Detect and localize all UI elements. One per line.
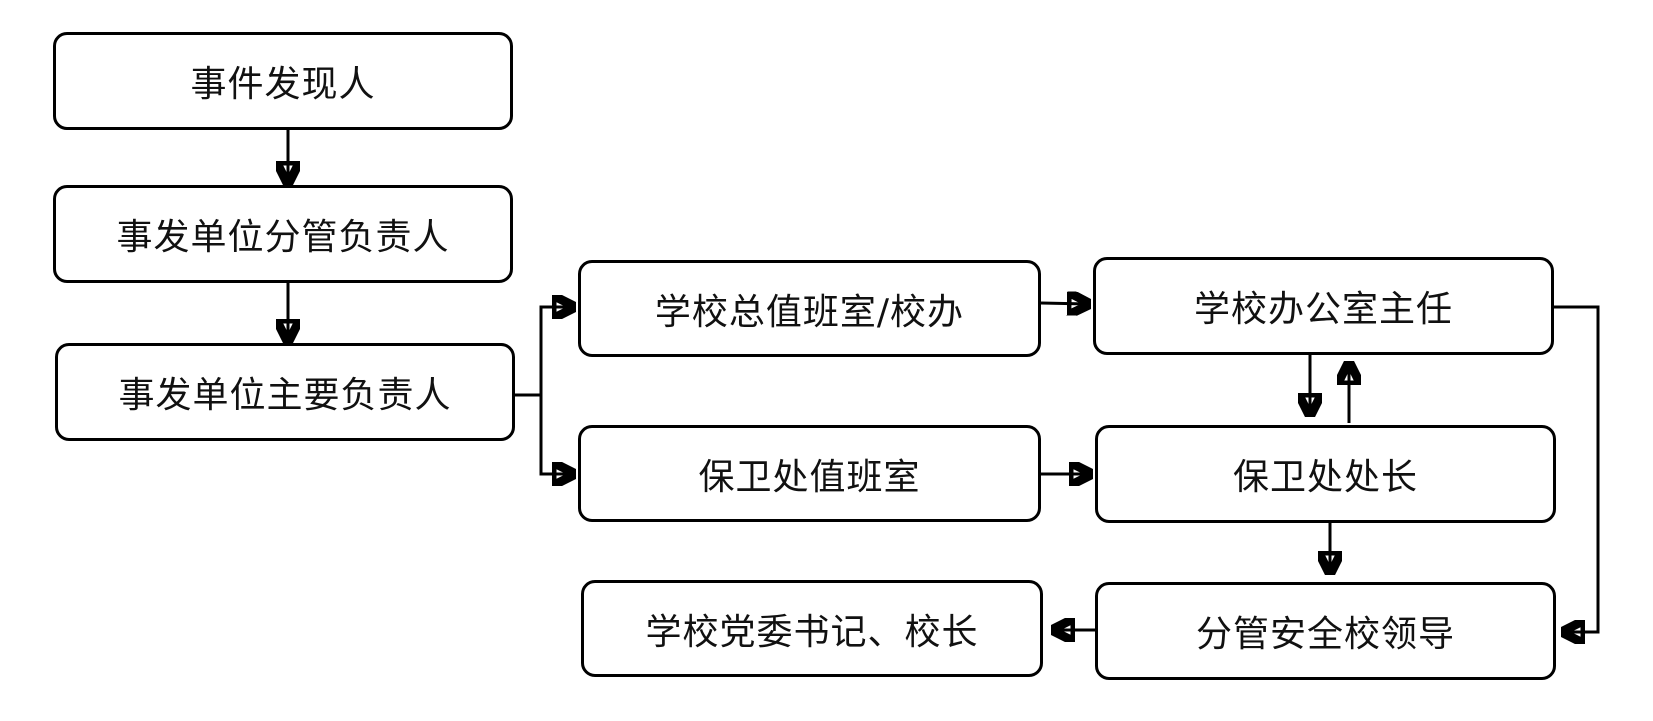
node-office-director-label: 学校办公室主任: [1193, 289, 1453, 330]
node-discoverer: 事件发现人: [53, 32, 513, 130]
node-unit-principal: 事发单位主要负责人: [55, 343, 515, 441]
edge-unit-principal-to-security-duty: [539, 395, 573, 474]
node-unit-supervisor-label: 事发单位分管负责人: [116, 217, 450, 258]
node-office-director: 学校办公室主任: [1093, 257, 1554, 355]
edge-office-director-to-safety-leader: [1554, 305, 1600, 632]
node-security-chief: 保卫处处长: [1095, 425, 1556, 523]
node-safety-leader-label: 分管安全校领导: [1195, 614, 1455, 655]
node-party-secretary-president-label: 学校党委书记、校长: [645, 611, 979, 653]
node-unit-principal-label: 事发单位主要负责人: [118, 375, 452, 416]
node-unit-supervisor: 事发单位分管负责人: [53, 185, 513, 283]
node-safety-leader: 分管安全校领导: [1095, 582, 1556, 680]
edge-unit-principal-to-duty-office: [515, 307, 573, 397]
node-duty-office: 学校总值班室/校办: [578, 260, 1041, 357]
node-party-secretary-president: 学校党委书记、校长: [581, 580, 1043, 677]
node-duty-office-label: 学校总值班室/校办: [654, 291, 965, 333]
node-security-chief-label: 保卫处处长: [1232, 457, 1418, 498]
node-security-duty-label: 保卫处值班室: [698, 456, 921, 498]
node-discoverer-label: 事件发现人: [190, 64, 376, 105]
edge-duty-office-to-office-director: [1040, 303, 1088, 304]
node-security-duty: 保卫处值班室: [578, 425, 1041, 522]
